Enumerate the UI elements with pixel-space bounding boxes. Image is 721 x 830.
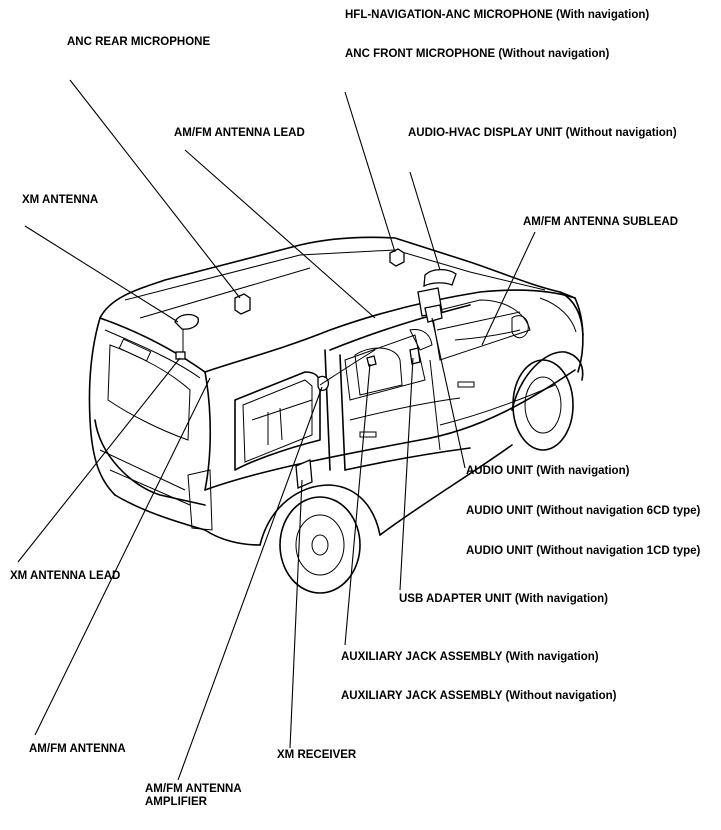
anc-front-microphone-part [389,248,405,267]
label-xm-antenna: XM ANTENNA [22,194,99,206]
vehicle-body [88,236,584,594]
label-anc-front-microphone: ANC FRONT MICROPHONE (Without navigation… [345,48,610,60]
anc-rear-microphone-part [234,293,251,315]
label-am-fm-antenna: AM/FM ANTENNA [29,743,126,755]
label-usb-adapter-unit: USB ADAPTER UNIT (With navigation) [399,593,609,605]
label-audio-unit-with-navigation: AUDIO UNIT (With navigation) [466,465,630,477]
leader-lines [17,79,536,781]
xm-antenna-part [174,313,199,355]
label-audio-hvac-display-unit: AUDIO-HVAC DISPLAY UNIT (Without navigat… [408,127,677,139]
label-auxiliary-jack-with-navigation: AUXILIARY JACK ASSEMBLY (With navigation… [341,651,599,663]
label-hfl-navigation-anc-microphone: HFL-NAVIGATION-ANC MICROPHONE (With navi… [345,9,650,21]
audio-unit-part [417,287,443,323]
usb-adapter-part [409,347,421,365]
label-auxiliary-jack-without-navigation: AUXILIARY JACK ASSEMBLY (Without navigat… [341,690,617,702]
label-audio-unit-1cd: AUDIO UNIT (Without navigation 1CD type) [466,545,701,557]
label-audio-unit-6cd: AUDIO UNIT (Without navigation 6CD type) [466,505,701,517]
label-xm-receiver: XM RECEIVER [277,749,357,761]
am-fm-antenna-glass-element [251,399,313,445]
label-am-fm-antenna-sublead: AM/FM ANTENNA SUBLEAD [523,216,679,228]
audio-hvac-display-part [423,268,457,288]
am-fm-antenna-lead-cable [319,349,376,386]
label-xm-antenna-lead: XM ANTENNA LEAD [10,570,121,582]
label-am-fm-antenna-lead: AM/FM ANTENNA LEAD [174,127,305,139]
label-anc-rear-microphone: ANC REAR MICROPHONE [67,36,211,48]
xm-antenna-lead-connector [175,351,186,360]
auxiliary-jack-part [366,355,377,367]
am-fm-antenna-sublead-cable [454,329,521,341]
xm-receiver-part [295,459,313,489]
label-am-fm-antenna-amplifier-line1: AM/FM ANTENNA [145,783,242,795]
label-am-fm-antenna-amplifier-line2: AMPLIFIER [145,796,207,808]
